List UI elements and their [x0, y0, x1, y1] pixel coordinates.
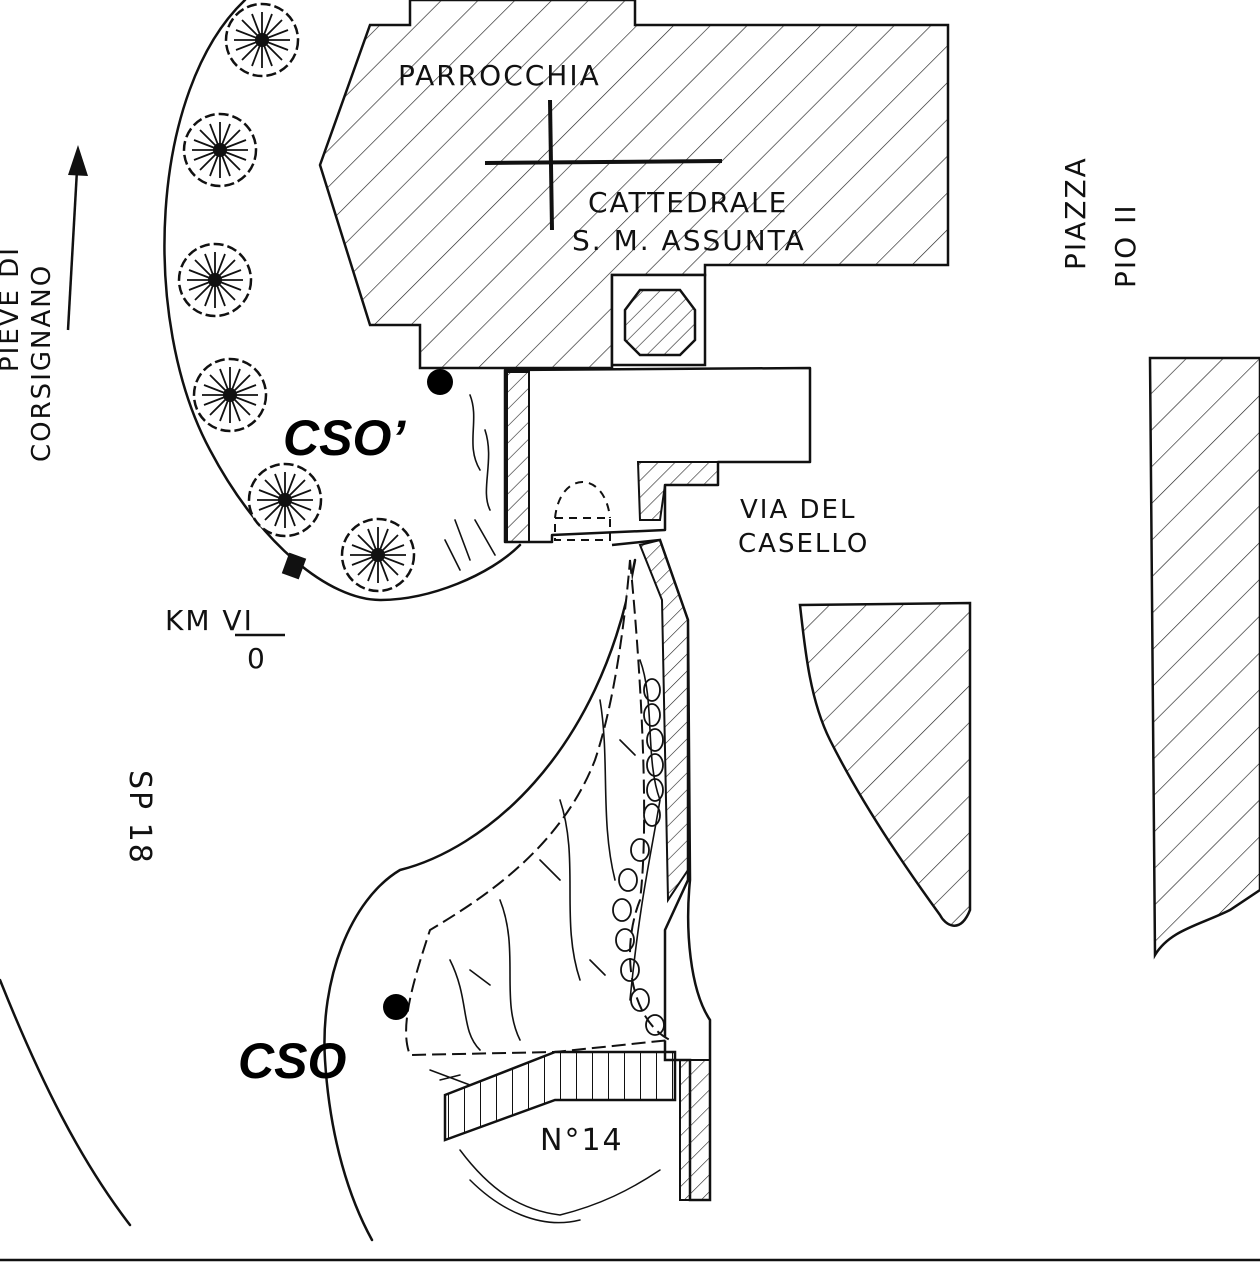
cross-icon [484, 99, 723, 231]
cso-prime-dot [427, 369, 453, 395]
cso-dot [383, 994, 409, 1020]
garden-crescent-outline [163, 0, 522, 602]
label-sp18: SP 18 [122, 770, 157, 865]
tree-icon [192, 357, 268, 433]
apse-dashed [554, 481, 611, 519]
km-milestone [281, 552, 307, 580]
building-east-small [798, 601, 972, 927]
label-parrocchia: PARROCCHIA [398, 59, 601, 92]
retaining-wall [611, 538, 712, 1202]
road-curve-lower [323, 558, 637, 1242]
tree-icon [177, 242, 253, 318]
stairs [443, 1050, 677, 1142]
marker-label-cso-prime: CSO’ [283, 410, 406, 466]
shrubs [444, 394, 496, 571]
label-pieve: PIEVE DI [0, 246, 25, 372]
label-corsignano: CORSIGNANO [27, 264, 57, 462]
retaining-wall-hatch [638, 538, 689, 904]
apse-base-dashed [554, 517, 611, 541]
arrow-up-icon [66, 145, 88, 331]
annex-wall-corner [636, 461, 719, 521]
label-km-zero: 0 [247, 642, 267, 675]
wall-bottom-hatch [679, 1059, 711, 1201]
building-east-large [1148, 356, 1260, 960]
road-curve-left [0, 978, 132, 1227]
label-pio: PIO II [1109, 203, 1142, 288]
tree-icon [340, 517, 416, 593]
label-numero: N°14 [540, 1123, 624, 1158]
slope-area [405, 559, 674, 1057]
label-piazza: PIAZZA [1059, 156, 1092, 270]
bell-tower-octagon [623, 288, 697, 357]
label-via-del: VIA DEL [740, 495, 856, 525]
annex-wall-left [506, 371, 530, 543]
label-casello: CASELLO [738, 529, 869, 559]
label-km: KM VI [165, 604, 254, 637]
rock-chain [612, 678, 665, 1036]
ground-scribbles [429, 1069, 661, 1224]
label-cattedrale: CATTEDRALE [588, 186, 788, 219]
label-assunta: S. M. ASSUNTA [572, 224, 806, 257]
marker-label-cso: CSO [238, 1033, 346, 1089]
tree-icon [224, 2, 300, 78]
tree-icon [182, 112, 258, 188]
tree-icon [247, 462, 323, 538]
